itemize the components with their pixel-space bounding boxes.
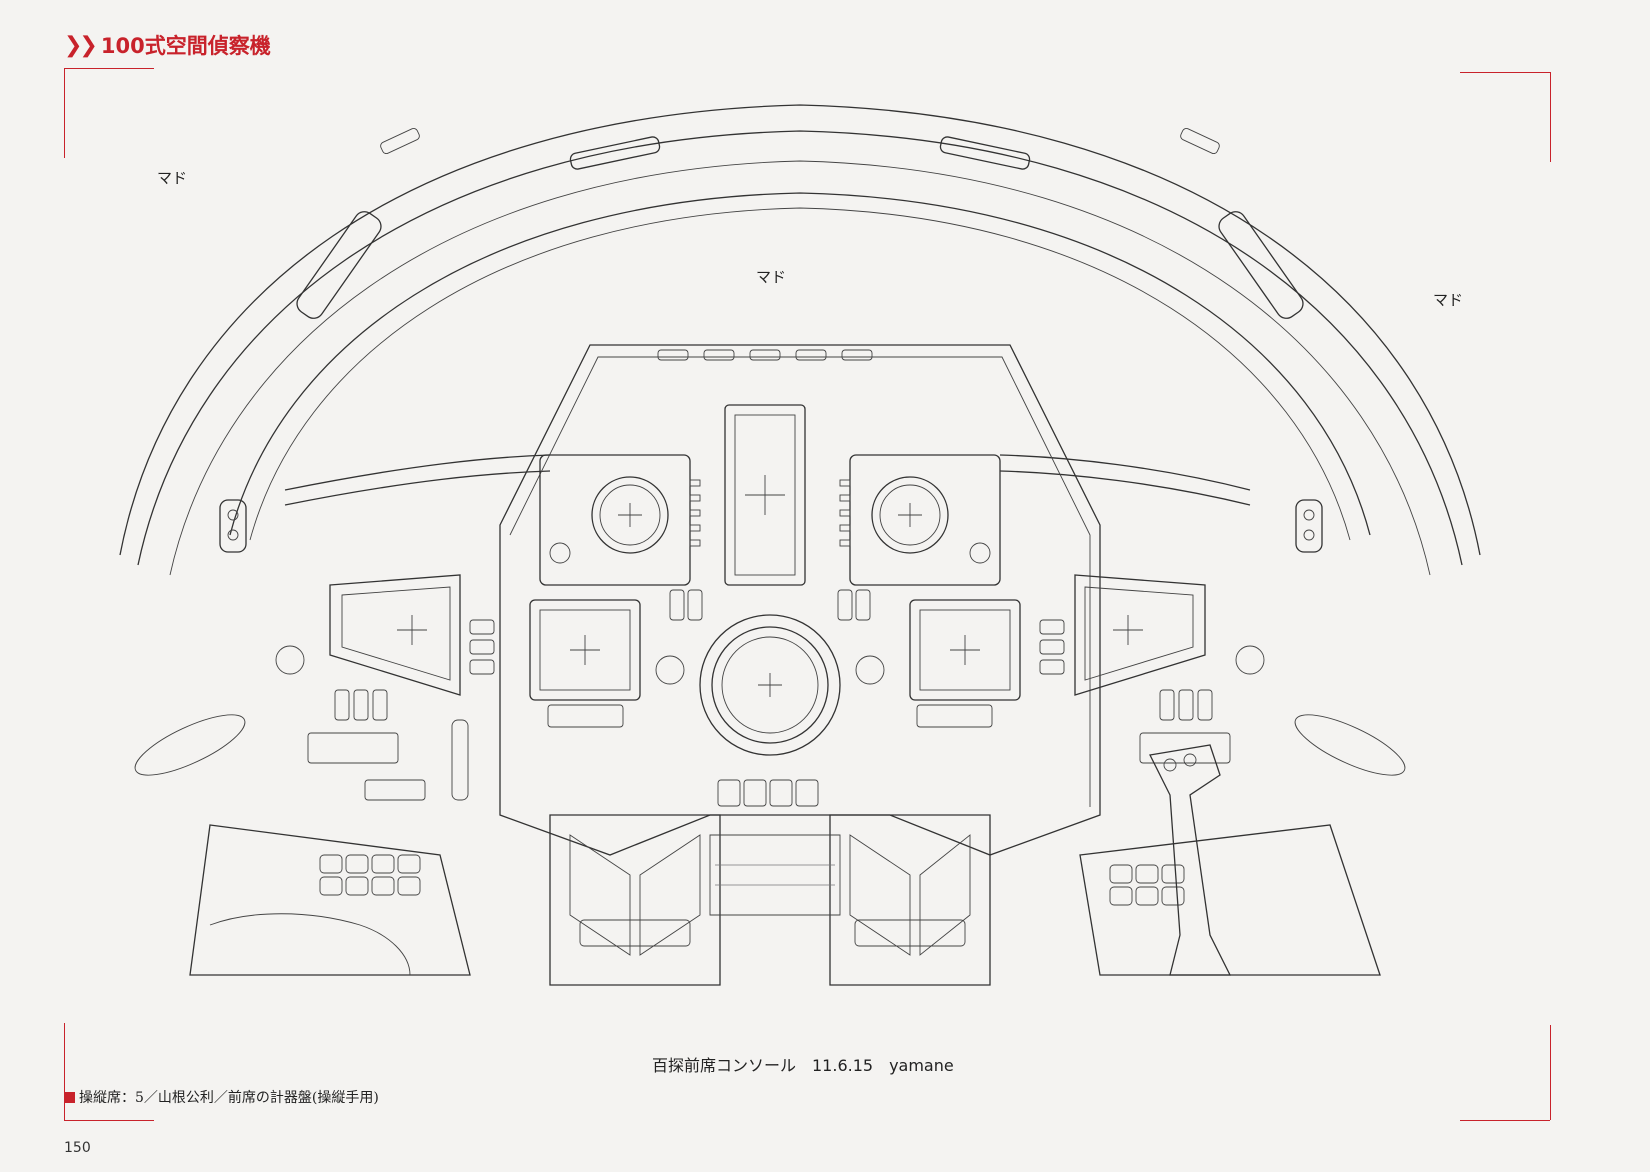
caption-marker-icon [64, 1091, 75, 1103]
chevron-icon: ❯❯ [64, 32, 98, 58]
drawing-caption: 百探前席コンソール 11.6.15 yamane [652, 1056, 954, 1075]
section-title: 100式空間偵察機 [100, 34, 271, 58]
cockpit-console-drawing [110, 95, 1490, 1075]
section-header: ❯❯ 100式空間偵察機 [64, 30, 271, 60]
page-number: 150 [64, 1140, 91, 1156]
window-label-left: マド [157, 169, 188, 187]
figure-caption: 操縦席：5／山根公利／前席の計器盤(操縦手用) [64, 1087, 379, 1107]
window-label-right: マド [1433, 291, 1464, 309]
figure-caption-text: 操縦席：5／山根公利／前席の計器盤(操縦手用) [79, 1090, 379, 1106]
window-label-center: マド [756, 268, 787, 286]
